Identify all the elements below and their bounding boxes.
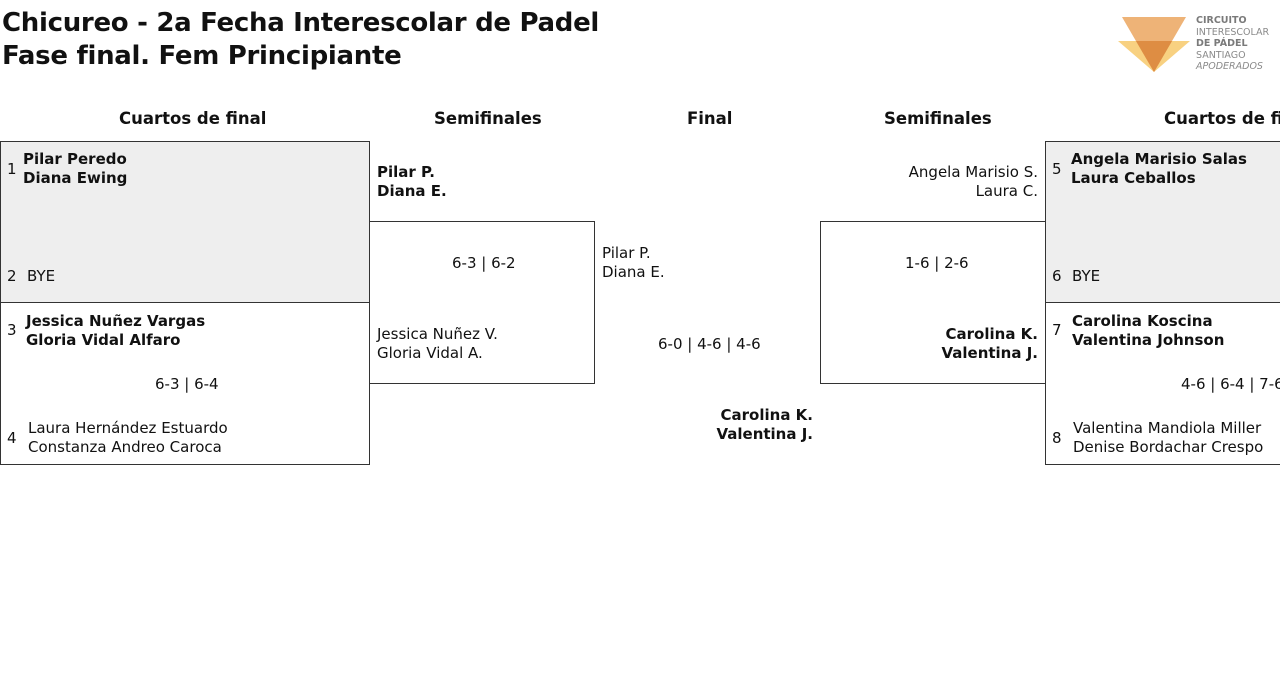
- player-name: Laura Hernández Estuardo: [28, 419, 228, 437]
- team-entry: Valentina Mandiola Miller Denise Bordach…: [1073, 419, 1263, 457]
- player-name: Angela Marisio S.: [908, 163, 1038, 181]
- title-line-2: Fase final. Fem Principiante: [2, 41, 402, 71]
- team-entry: Carolina K. Valentina J.: [900, 325, 1038, 363]
- match-score: 6-0 | 4-6 | 4-6: [658, 335, 761, 353]
- player-name: Carolina K.: [720, 406, 813, 424]
- team-entry: Pilar P. Diana E.: [602, 244, 665, 282]
- seed-number: 1: [7, 160, 17, 178]
- player-name: Carolina K.: [945, 325, 1038, 343]
- logo-line-5: APODERADOS: [1196, 61, 1263, 72]
- player-name: Valentina J.: [941, 344, 1038, 362]
- bye-entry: BYE: [27, 267, 56, 285]
- round-header-quarterfinals-left: Cuartos de final: [119, 109, 267, 128]
- player-name: Laura Ceballos: [1071, 169, 1196, 187]
- seed-number: 6: [1052, 267, 1062, 285]
- bye-entry: BYE: [1072, 267, 1101, 285]
- player-name: Pilar Peredo: [23, 150, 127, 168]
- seed-number: 7: [1052, 321, 1062, 339]
- team-entry: Pilar P. Diana E.: [377, 163, 447, 201]
- player-name: Jessica Nuñez V.: [377, 325, 498, 343]
- player-name: Constanza Andreo Caroca: [28, 438, 222, 456]
- match-box-qf1[interactable]: [0, 141, 370, 303]
- team-entry: Carolina Koscina Valentina Johnson: [1072, 312, 1224, 350]
- match-box-qf4[interactable]: [1045, 302, 1280, 465]
- round-header-semifinals-right: Semifinales: [884, 109, 992, 128]
- player-name: Diana E.: [377, 182, 447, 200]
- match-score: 1-6 | 2-6: [905, 254, 969, 272]
- seed-number: 3: [7, 321, 17, 339]
- logo-line-3: DE PÁDEL: [1196, 38, 1248, 49]
- player-name: Laura C.: [975, 182, 1038, 200]
- round-header-semifinals-left: Semifinales: [434, 109, 542, 128]
- logo-line-4: SANTIAGO: [1196, 49, 1246, 61]
- logo-line-2: INTERESCOLAR: [1196, 26, 1270, 38]
- seed-number: 4: [7, 429, 17, 447]
- round-header-quarterfinals-right: Cuartos de final: [1164, 109, 1280, 128]
- match-score: 4-6 | 6-4 | 7-6: [1181, 375, 1280, 393]
- team-entry: Angela Marisio S. Laura C.: [880, 163, 1038, 201]
- team-entry: Angela Marisio Salas Laura Ceballos: [1071, 150, 1247, 188]
- player-name: Diana E.: [602, 263, 665, 281]
- team-entry: Laura Hernández Estuardo Constanza Andre…: [28, 419, 228, 457]
- team-entry: Pilar Peredo Diana Ewing: [23, 150, 127, 188]
- match-score: 6-3 | 6-4: [155, 375, 219, 393]
- match-box-sf1[interactable]: [369, 221, 595, 384]
- player-name: Carolina Koscina: [1072, 312, 1213, 330]
- player-name: Gloria Vidal Alfaro: [26, 331, 181, 349]
- player-name: Denise Bordachar Crespo: [1073, 438, 1264, 456]
- player-name: Valentina Mandiola Miller: [1073, 419, 1262, 437]
- seed-number: 2: [7, 267, 17, 285]
- player-name: Jessica Nuñez Vargas: [26, 312, 206, 330]
- player-name: Diana Ewing: [23, 169, 128, 187]
- fox-logo-icon: [1118, 17, 1190, 72]
- seed-number: 5: [1052, 160, 1062, 178]
- team-entry: Jessica Nuñez V. Gloria Vidal A.: [377, 325, 498, 363]
- title-line-1: Chicureo - 2a Fecha Interescolar de Pade…: [2, 8, 600, 38]
- player-name: Pilar P.: [602, 244, 651, 262]
- page-title: Chicureo - 2a Fecha Interescolar de Pade…: [2, 7, 599, 73]
- round-header-final: Final: [687, 109, 733, 128]
- circuit-logo: CIRCUITO INTERESCOLAR DE PÁDEL SANTIAGO …: [1118, 14, 1280, 76]
- player-name: Pilar P.: [377, 163, 435, 181]
- seed-number: 8: [1052, 429, 1062, 447]
- team-entry: Carolina K. Valentina J.: [700, 406, 813, 444]
- player-name: Gloria Vidal A.: [377, 344, 483, 362]
- player-name: Valentina J.: [716, 425, 813, 443]
- match-box-qf3[interactable]: [1045, 141, 1280, 303]
- team-entry: Jessica Nuñez Vargas Gloria Vidal Alfaro: [26, 312, 205, 350]
- player-name: Valentina Johnson: [1072, 331, 1225, 349]
- match-score: 6-3 | 6-2: [452, 254, 516, 272]
- logo-text: CIRCUITO INTERESCOLAR DE PÁDEL SANTIAGO …: [1196, 15, 1269, 73]
- logo-line-1: CIRCUITO: [1196, 15, 1247, 26]
- player-name: Angela Marisio Salas: [1071, 150, 1247, 168]
